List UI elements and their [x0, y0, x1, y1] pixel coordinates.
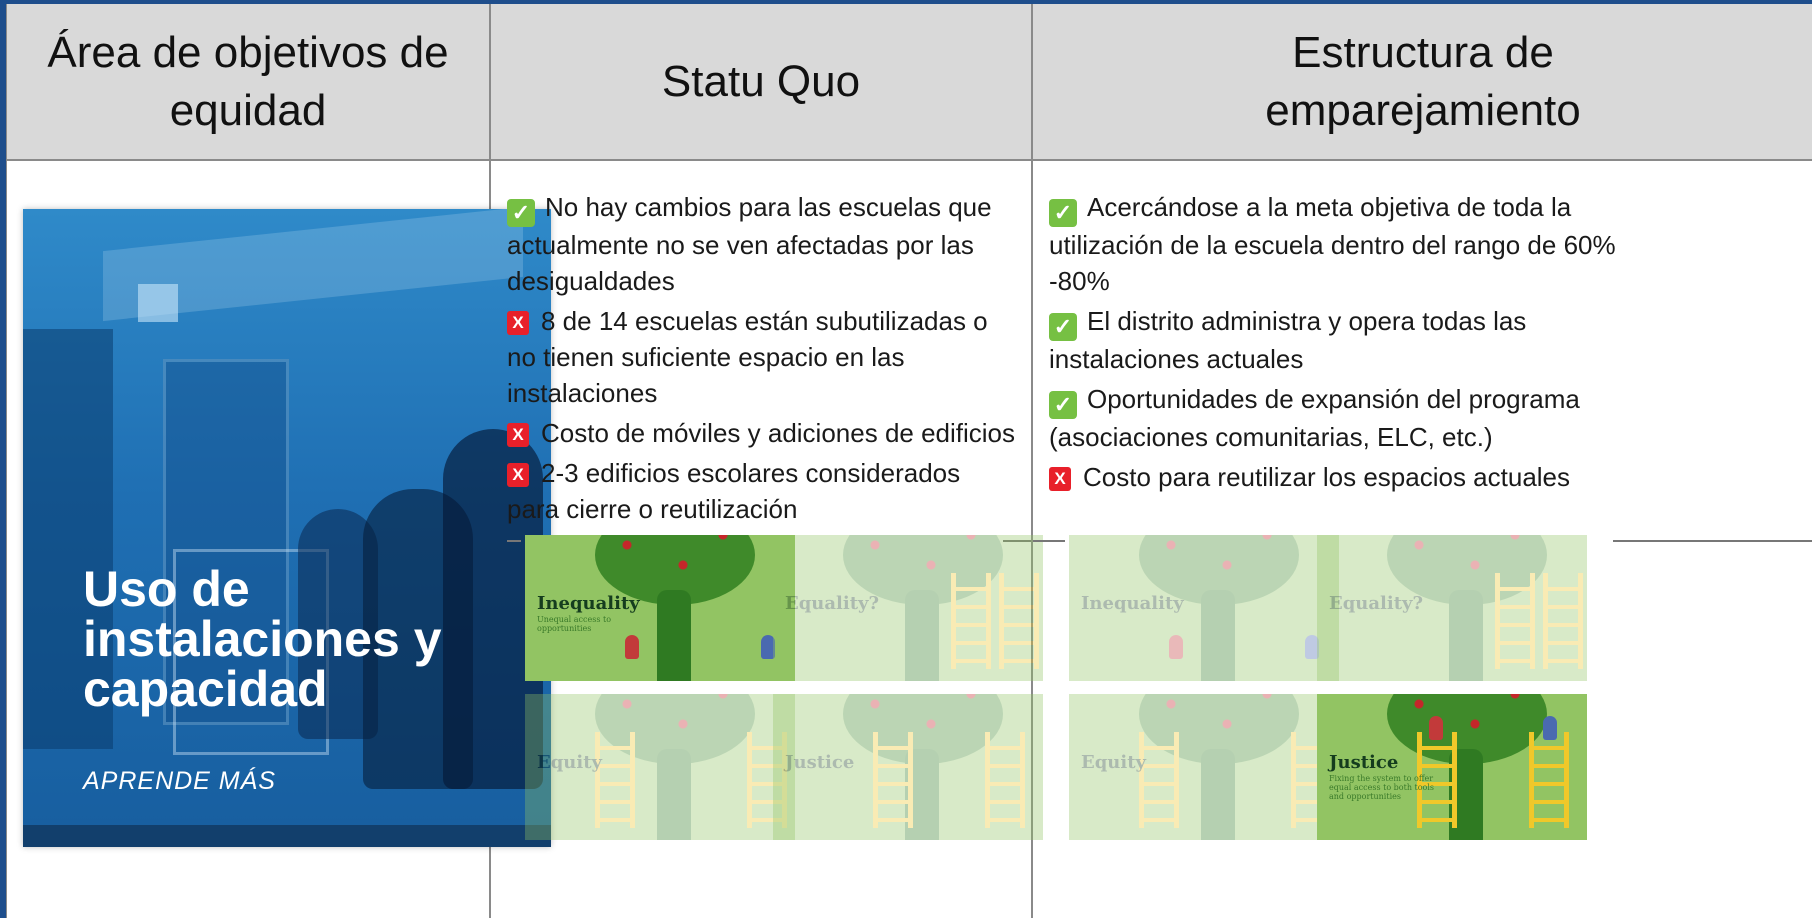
header-pairing-structure: Estructura de emparejamiento: [1033, 4, 1812, 161]
header-text: Área de objetivos de equidad: [47, 27, 449, 135]
check-icon: ✓: [1049, 391, 1077, 419]
cell-equity-goal: Uso de instalaciones y capacidad APRENDE…: [7, 163, 551, 918]
list-item: ✓Oportunidades de expansión del programa…: [1049, 384, 1580, 452]
separator: [1033, 540, 1065, 542]
card-title: Uso de instalaciones y capacidad: [83, 561, 442, 717]
separator: [1613, 540, 1812, 542]
separator: [507, 540, 521, 542]
cross-icon: X: [507, 423, 529, 447]
separator: [1003, 540, 1031, 542]
cross-icon: X: [1049, 467, 1071, 491]
cross-icon: X: [507, 463, 529, 487]
illustration-equality: Equality?: [1317, 535, 1587, 681]
list-item: ✓No hay cambios para las escuelas que ac…: [507, 192, 992, 296]
illustration-justice: Justice Fixing the system to offer equal…: [1317, 694, 1587, 840]
cell-pairing-structure: ✓Acercándose a la meta objetiva de toda …: [1033, 163, 1812, 918]
pairing-list: ✓Acercándose a la meta objetiva de toda …: [1049, 189, 1649, 499]
header-text: Statu Quo: [661, 56, 861, 106]
learn-more-link[interactable]: APRENDE MÁS: [83, 767, 276, 795]
illustration-justice: Justice: [773, 694, 1043, 840]
check-icon: ✓: [1049, 313, 1077, 341]
illustration-equity: Equity: [525, 694, 795, 840]
header-status-quo: Statu Quo: [491, 4, 1033, 161]
list-item: ✓El distrito administra y opera todas la…: [1049, 306, 1527, 374]
header-text: Estructura de emparejamiento: [1265, 27, 1581, 135]
learn-more-card[interactable]: Uso de instalaciones y capacidad APRENDE…: [23, 209, 551, 847]
check-icon: ✓: [507, 199, 535, 227]
status-quo-list: ✓No hay cambios para las escuelas que ac…: [507, 189, 1017, 531]
column-divider: [1031, 161, 1033, 918]
cell-status-quo: ✓No hay cambios para las escuelas que ac…: [491, 163, 1043, 918]
equity-table: Área de objetivos de equidad Statu Quo E…: [6, 4, 1812, 918]
illustration-equality: Equality?: [773, 535, 1043, 681]
cross-icon: X: [507, 311, 529, 335]
check-icon: ✓: [1049, 199, 1077, 227]
list-item: ✓Acercándose a la meta objetiva de toda …: [1049, 192, 1616, 296]
illustration-equity: Equity: [1069, 694, 1339, 840]
illustration-inequality: Inequality Unequal access to opportuniti…: [525, 535, 795, 681]
illustration-inequality: Inequality: [1069, 535, 1339, 681]
header-equity-goal-area: Área de objetivos de equidad: [7, 4, 491, 161]
